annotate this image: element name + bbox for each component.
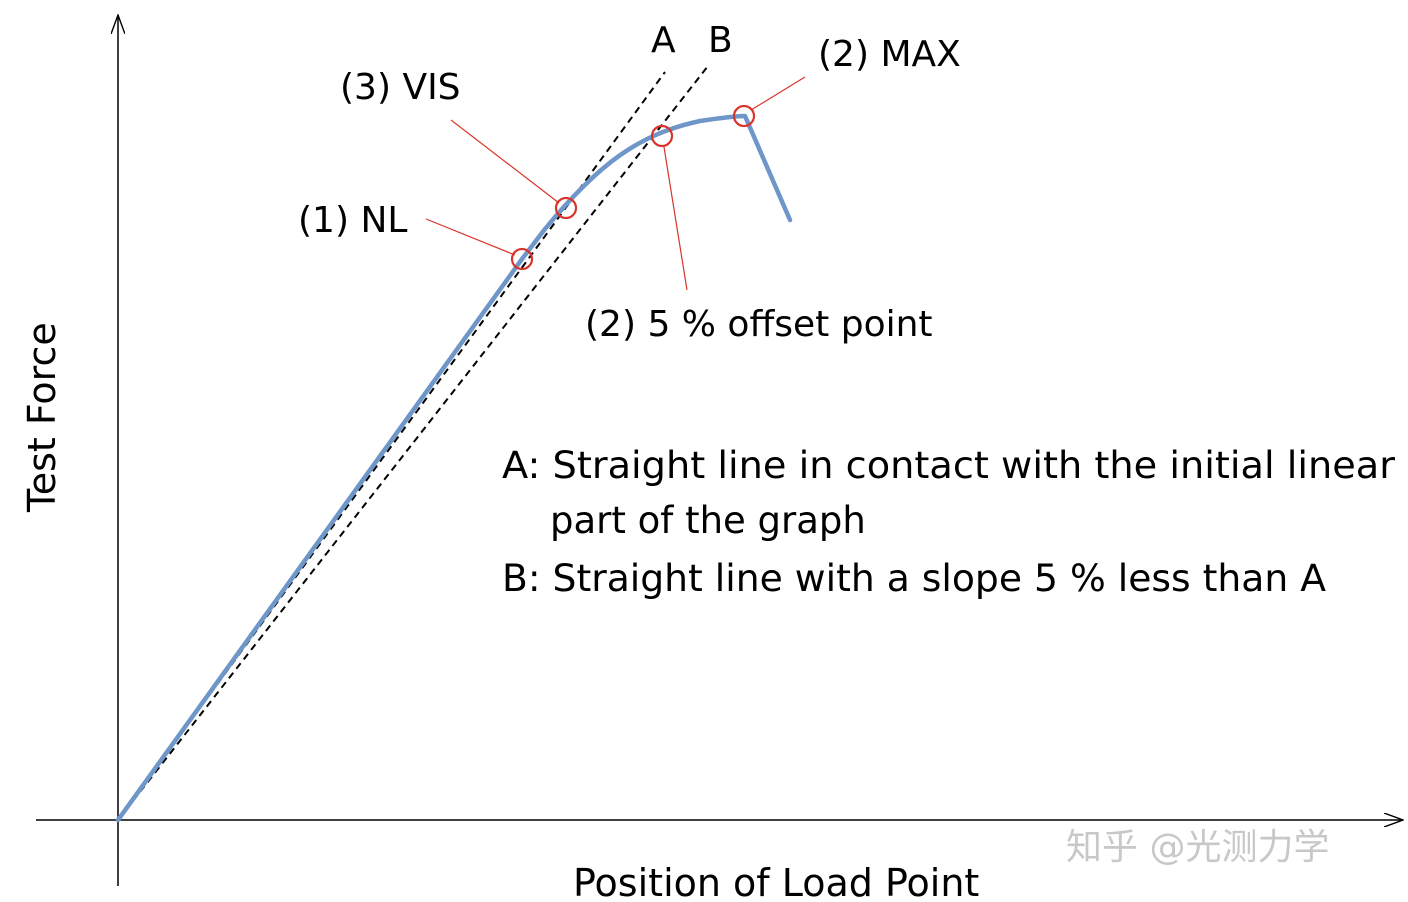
- max-label: (2) MAX: [818, 34, 961, 75]
- line-a-label: A: [651, 20, 676, 61]
- watermark-text: 知乎 @光测力学: [1066, 827, 1329, 868]
- test-force-curve: [115, 113, 793, 823]
- offset-leader-line: [663, 146, 688, 291]
- vis-leader-line: [450, 119, 560, 204]
- offset-point-marker: [650, 124, 674, 148]
- max-point-marker: [732, 104, 756, 128]
- nl-point-marker: [510, 247, 534, 271]
- y-axis-title: Test Force: [20, 322, 64, 513]
- note-a-line2: part of the graph: [550, 499, 866, 542]
- note-a-line1: A: Straight line in contact with the ini…: [502, 444, 1396, 487]
- line-b-label: B: [708, 20, 733, 61]
- max-leader-line: [750, 76, 806, 111]
- nl-leader-line: [425, 218, 516, 256]
- line-b-dashed: [117, 65, 709, 821]
- note-b-line: B: Straight line with a slope 5 % less t…: [502, 557, 1326, 600]
- nl-label: (1) NL: [298, 200, 407, 241]
- vis-point-marker: [554, 196, 578, 220]
- x-axis-title: Position of Load Point: [573, 861, 979, 902]
- offset-label: (2) 5 % offset point: [585, 304, 933, 345]
- vis-label: (3) VIS: [340, 67, 461, 108]
